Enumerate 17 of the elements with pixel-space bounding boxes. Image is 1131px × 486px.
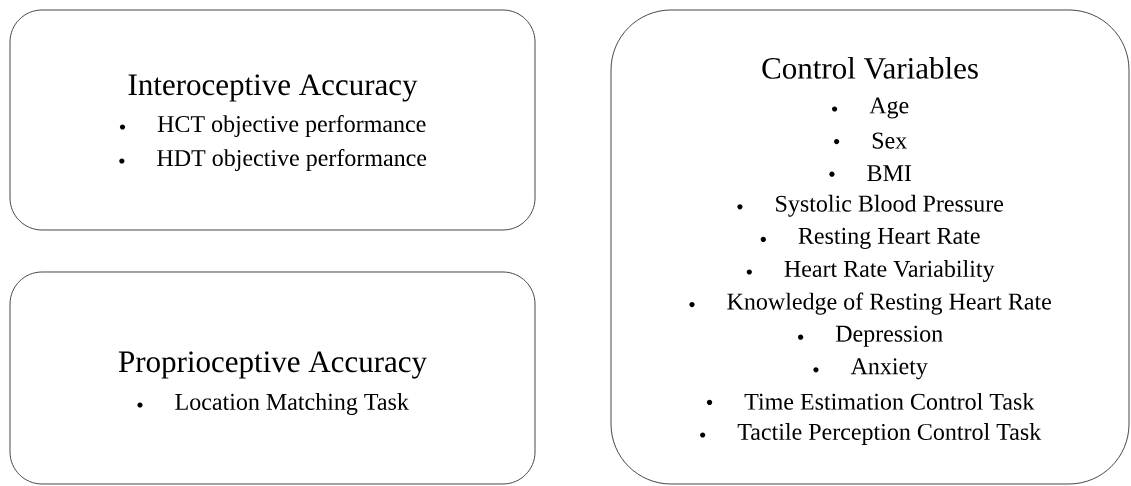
heading: Control Variables — [762, 57, 978, 79]
list-item: Sex — [834, 132, 907, 149]
list-item: Age — [832, 97, 909, 119]
list-item: Systolic Blood Pressure — [737, 194, 1003, 217]
list-item: Heart Rate Variability — [746, 260, 995, 282]
heading: Interoceptive Accuracy — [128, 74, 418, 102]
list-item: Depression — [798, 325, 943, 347]
list-item: Location Matching Task — [137, 393, 409, 415]
list-item: Anxiety — [813, 358, 928, 380]
list-item: Time Estimation Control Task — [706, 392, 1035, 410]
list-item: HDT objective performance — [119, 149, 427, 171]
list-item: Knowledge of Resting Heart Rate — [689, 292, 1051, 315]
list-item: HCT objective performance — [119, 115, 426, 137]
list-item: Resting Heart Rate — [760, 227, 980, 249]
list-item: BMI — [829, 165, 912, 182]
heading: Proprioceptive Accuracy — [118, 351, 427, 379]
list-item: Tactile Perception Control Task — [700, 423, 1042, 445]
